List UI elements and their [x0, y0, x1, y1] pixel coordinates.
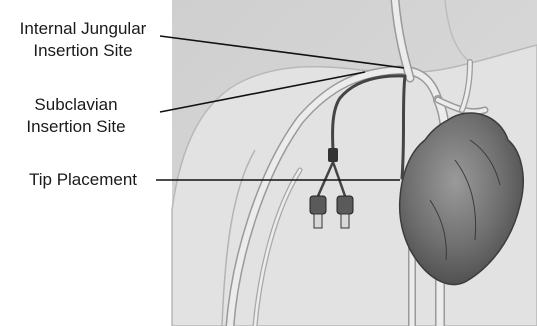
subclavian-label-line1: Subclavian — [2, 94, 150, 116]
subclavian-label: Subclavian Insertion Site — [2, 94, 150, 138]
internal-jugular-label-line1: Internal Jungular — [0, 18, 166, 40]
internal-jugular-label-line2: Insertion Site — [0, 40, 166, 62]
tip-placement-label: Tip Placement — [18, 169, 148, 191]
subclavian-label-line2: Insertion Site — [2, 116, 150, 138]
internal-jugular-label: Internal Jungular Insertion Site — [0, 18, 166, 62]
